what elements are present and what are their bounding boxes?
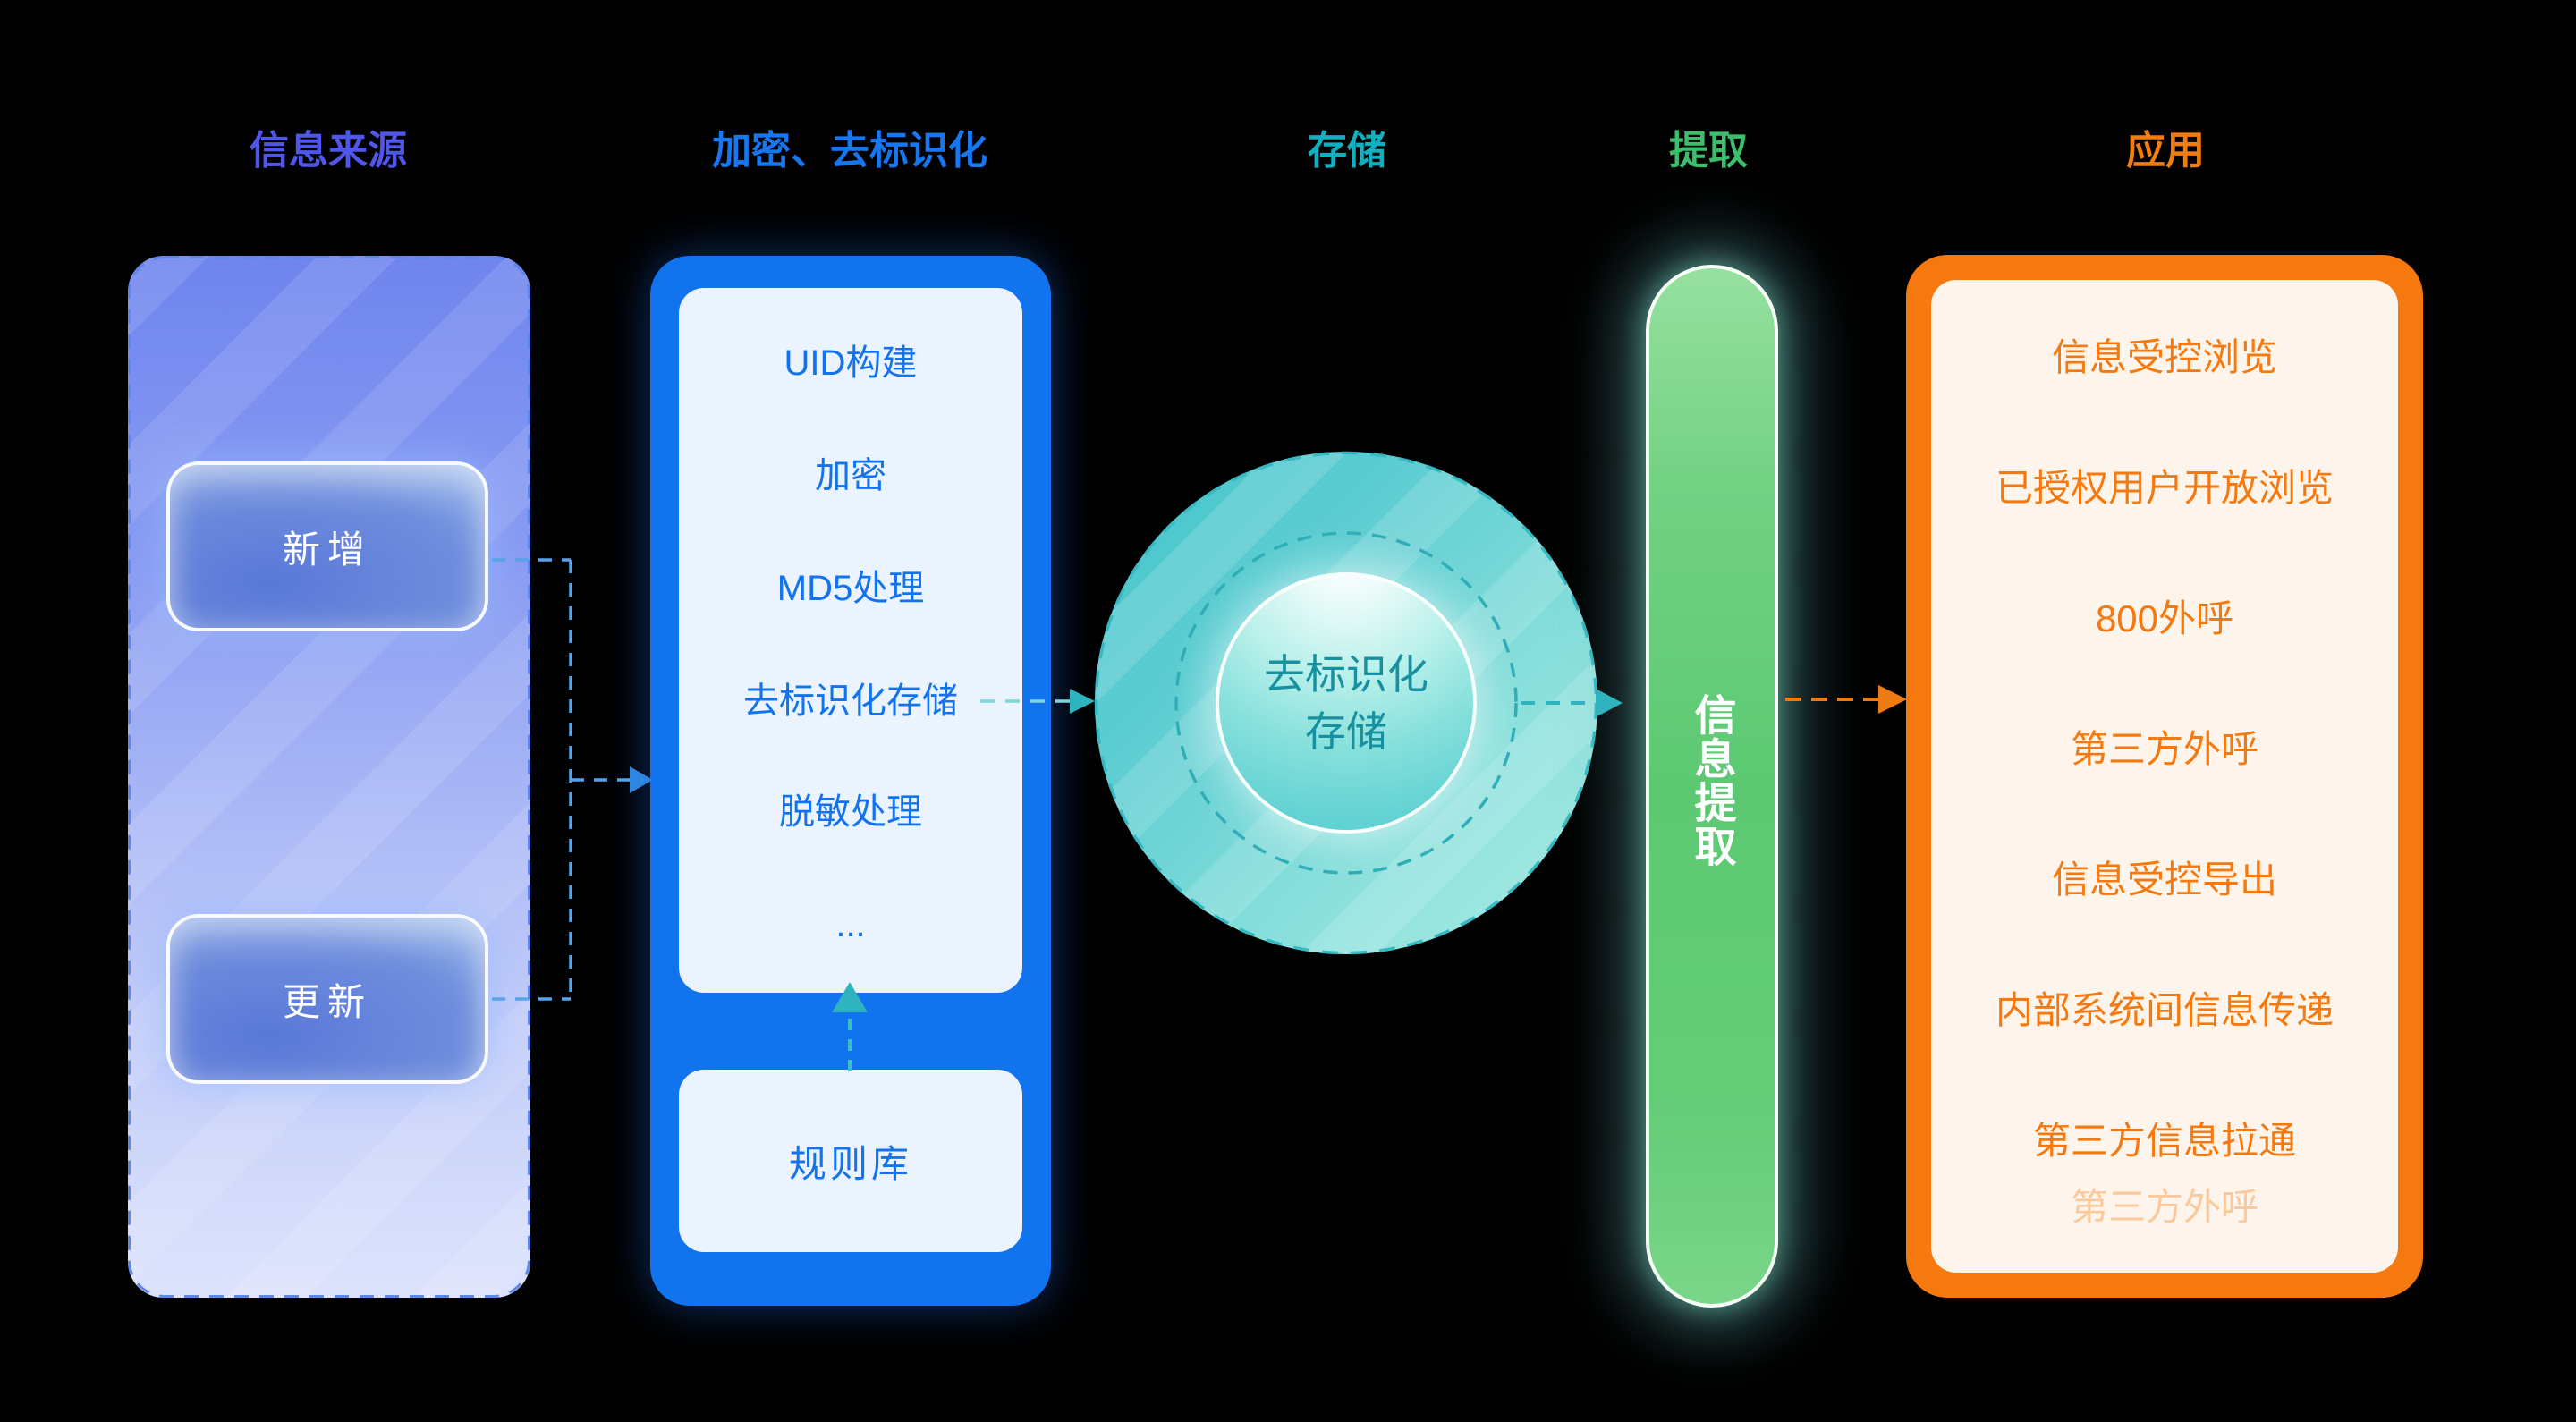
process-step: 脱敏处理 [779,792,922,832]
storage-circle-label-line2: 存储 [1305,708,1387,755]
connector-extract-to-apply [1785,685,1907,714]
apply-item: 800外呼 [2095,597,2234,639]
apply-item-list: 信息受控浏览 已授权用户开放浏览 800外呼 第三方外呼 信息受控导出 内部系统… [1931,280,2398,1273]
apply-panel: 信息受控浏览 已授权用户开放浏览 800外呼 第三方外呼 信息受控导出 内部系统… [1906,255,2423,1298]
process-step-list: UID构建 加密 MD5处理 去标识化存储 脱敏处理 ... [679,288,1022,993]
process-step: 去标识化存储 [743,681,958,721]
apply-item-faded: 第三方外呼 [2070,1186,2258,1228]
apply-item: 信息受控浏览 [2051,336,2277,378]
header-process: 加密、去标识化 [712,129,987,173]
process-step: UID构建 [784,343,918,383]
header-apply: 应用 [2126,129,2205,173]
apply-item: 第三方外呼 [2070,728,2258,770]
arrowhead-extract-to-apply [1878,685,1907,714]
storage-circle-label-line1: 去标识化 [1264,651,1428,698]
extract-bar-label: 信息提取 [1688,693,1736,868]
update-chip: 更新 [166,914,488,1084]
arrowhead-process-to-storage [1070,689,1095,714]
process-step-ellipsis: ... [835,905,866,944]
apply-item: 信息受控导出 [2051,859,2277,901]
header-source: 信息来源 [250,129,407,173]
apply-item: 内部系统间信息传递 [1995,989,2334,1031]
source-panel: 新增 更新 [128,256,530,1298]
apply-item: 第三方信息拉通 [2032,1120,2296,1162]
process-panel: UID构建 加密 MD5处理 去标识化存储 脱敏处理 ... 规则库 [650,256,1051,1306]
header-storage: 存储 [1308,129,1386,173]
process-step: MD5处理 [776,569,925,608]
add-chip: 新增 [166,461,488,631]
header-extract: 提取 [1669,129,1748,173]
process-step: 加密 [815,456,886,495]
apply-item: 已授权用户开放浏览 [1995,467,2334,509]
rule-library-box: 规则库 [679,1070,1022,1252]
storage-circle-inner: 去标识化 存储 [1216,572,1477,834]
extract-bar: 信息提取 [1646,265,1778,1308]
arrowhead-storage-to-extract [1596,689,1623,717]
